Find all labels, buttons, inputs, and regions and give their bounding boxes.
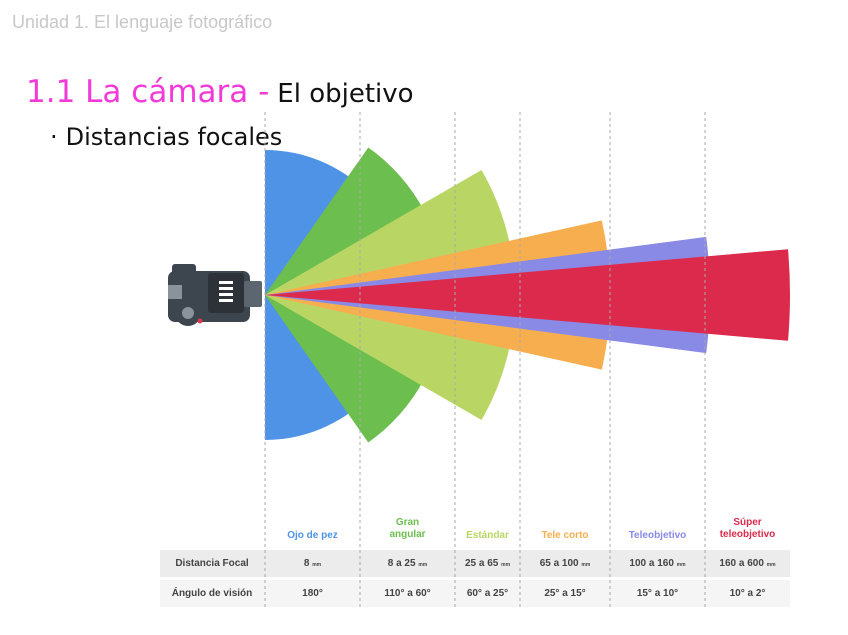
unit-header: Unidad 1. El lenguaje fotográfico [12,12,273,32]
focal-unit: mm [676,562,686,568]
focal-cell-4: 100 a 160 mm [610,558,706,569]
category-label-line: angular [389,529,426,540]
category-label-line: Teleobjetivo [628,530,687,541]
angle-cell-3: 25° a 15° [544,588,586,599]
camera-icon [168,264,262,326]
slide-title: 1.1 La cámara -El objetivo [26,74,414,110]
row-head-angle: Ángulo de visión [171,588,253,599]
category-label-line: Tele corto [541,530,589,541]
focal-cell-3: 65 a 100 mm [517,558,613,569]
focal-unit: mm [501,562,511,568]
view-angle-wedges [265,147,790,443]
wedge-5 [265,249,790,341]
column-dividers [264,112,706,610]
bullet-marker: · [50,123,58,151]
focal-cell-5: 160 a 600 mm [700,558,796,569]
angle-cell-4: 15° a 10° [636,588,679,599]
bullet-item: ·Distancias focales [50,123,282,151]
category-label-line: teleobjetivo [719,529,776,540]
category-label-2: Estándar [440,530,536,542]
category-label-line: Estándar [466,530,509,541]
focal-value: 100 a 160 [629,558,677,569]
bullet-text: Distancias focales [65,123,283,151]
focal-cell-2: 25 a 65 mm [440,558,536,569]
category-label-line: Ojo de pez [287,530,338,541]
focal-unit: mm [766,562,776,568]
category-label-line: Súper [733,517,762,528]
focal-value: 8 [303,558,313,569]
focal-unit: mm [581,562,591,568]
angle-cell-2: 60° a 25° [466,588,509,599]
slide-title-sub: El objetivo [277,79,414,109]
category-label-0: Ojo de pez [265,530,361,542]
angle-cell-5: 10° a 2° [729,588,766,599]
focal-unit: mm [418,562,428,568]
angle-cell-1: 110° a 60° [384,588,431,599]
slide-title-main: 1.1 La cámara - [26,74,270,110]
angle-cell-0: 180° [302,588,323,599]
category-label-3: Tele corto [517,530,613,542]
category-label-line: Gran [395,517,420,528]
focal-value: 65 a 100 [539,558,582,569]
focal-cell-1: 8 a 25 mm [360,558,456,569]
focal-value: 25 a 65 [464,558,502,569]
focal-value: 8 a 25 [387,558,419,569]
focal-cell-0: 8 mm [265,558,361,569]
focal-unit: mm [312,562,322,568]
row-head-focal: Distancia Focal [175,558,249,569]
category-label-4: Teleobjetivo [610,530,706,542]
focal-value: 160 a 600 [719,558,767,569]
